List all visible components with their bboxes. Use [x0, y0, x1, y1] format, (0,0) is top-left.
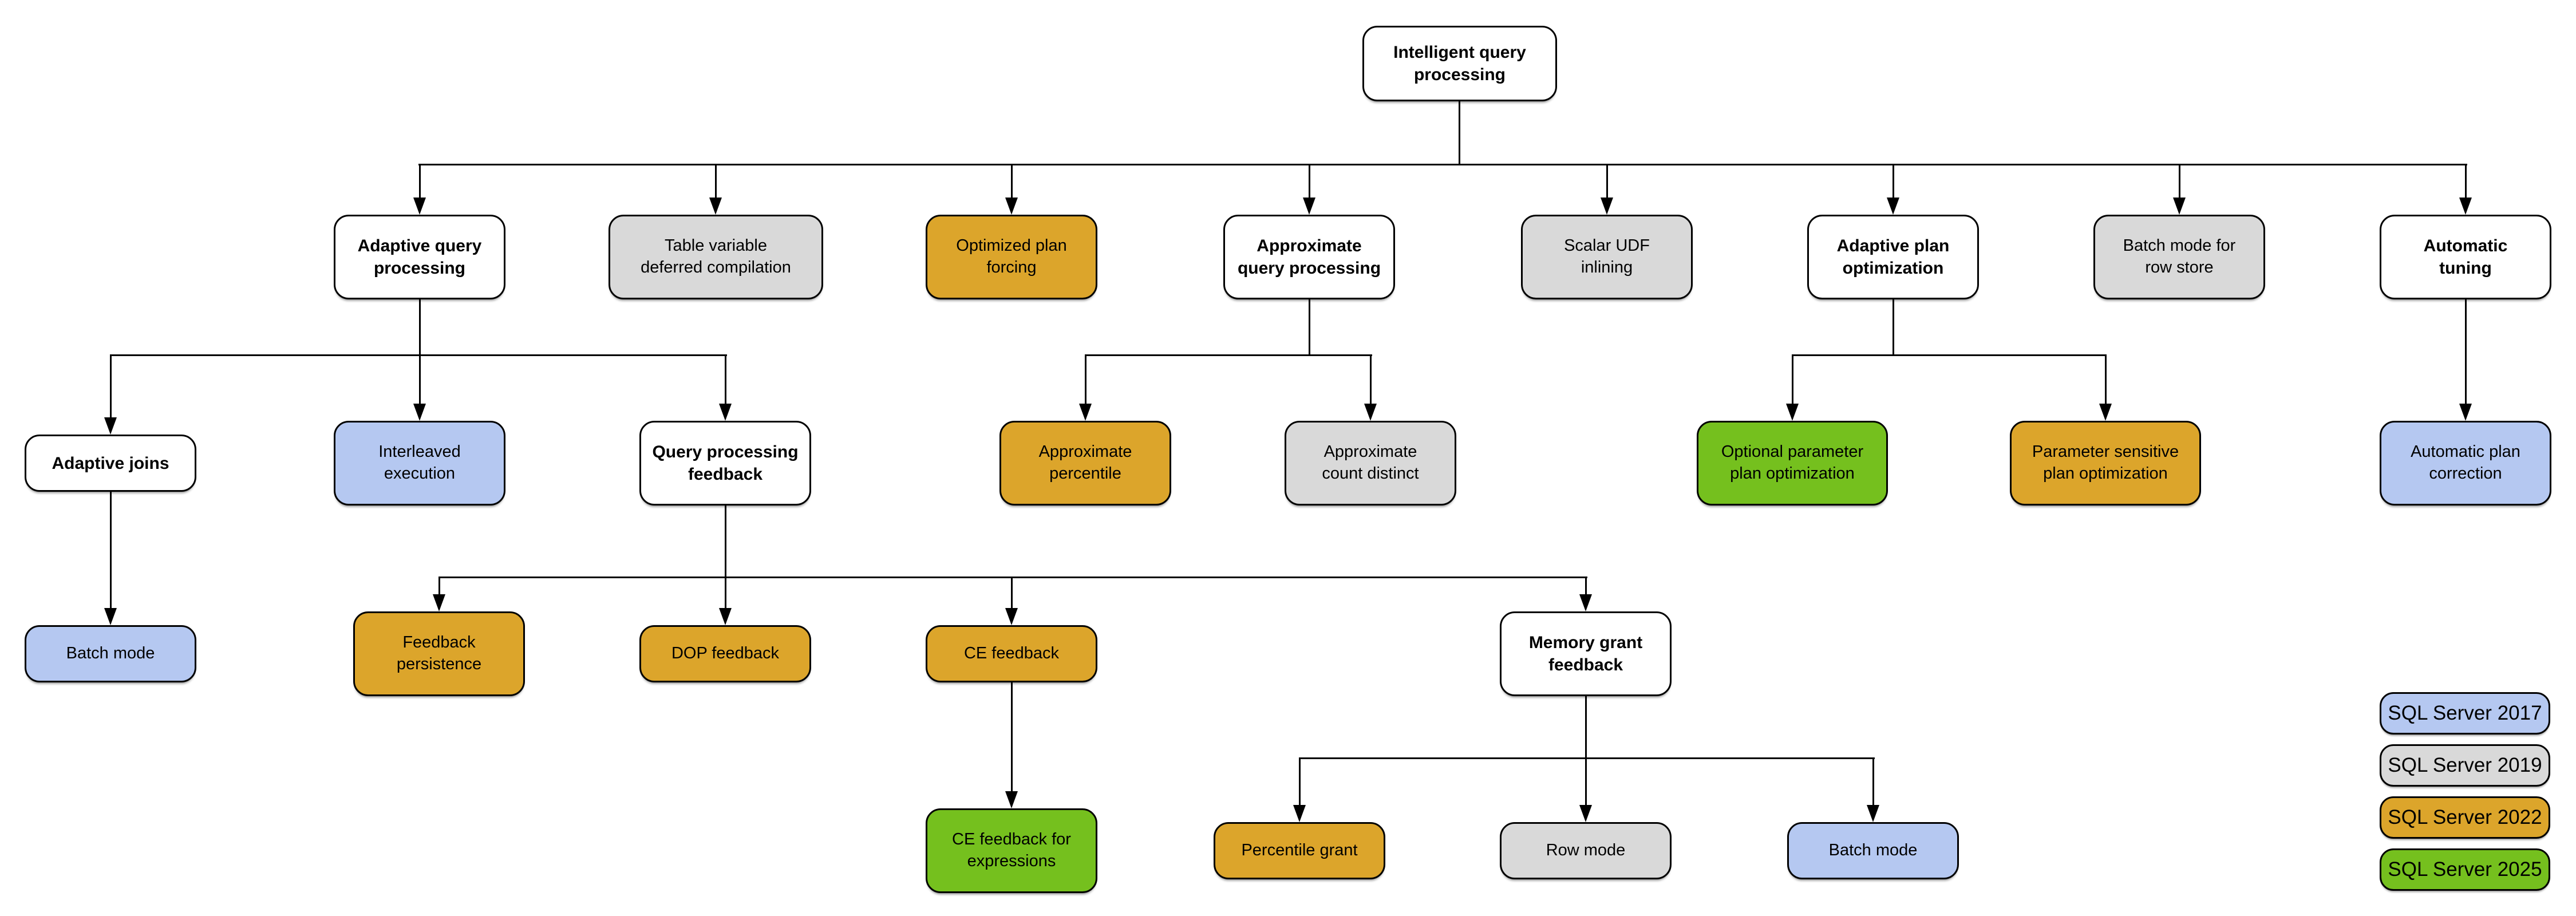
connector-line — [1606, 164, 1608, 198]
connector-arrowhead — [433, 594, 445, 611]
connector-line — [1085, 355, 1086, 404]
connector-arrowhead — [2099, 404, 2112, 421]
node-approximate-count-distinct: Approximate count distinct — [1285, 421, 1456, 506]
connector-arrowhead — [1887, 198, 1899, 215]
connector-line — [2465, 164, 2467, 198]
connector-arrowhead — [719, 608, 732, 625]
node-percentile-grant: Percentile grant — [1214, 822, 1385, 879]
node-query-processing-feedback: Query processing feedback — [639, 421, 811, 506]
node-dop-feedback: DOP feedback — [639, 625, 811, 682]
connector-line — [110, 355, 112, 417]
connector-arrowhead — [104, 417, 117, 435]
connector-line — [110, 354, 727, 356]
node-batch-mode-for-row-store: Batch mode for row store — [2093, 215, 2265, 299]
node-optional-parameter-plan-optimization: Optional parameter plan optimization — [1697, 421, 1888, 506]
connector-line — [1299, 758, 1301, 805]
connector-line — [1309, 164, 1310, 198]
node-adaptive-joins: Adaptive joins — [25, 435, 196, 492]
node-approximate-query-processing: Approximate query processing — [1223, 215, 1395, 299]
connector-arrowhead — [104, 608, 117, 625]
node-memory-grant-feedback: Memory grant feedback — [1500, 611, 1672, 696]
node-automatic-tuning: Automatic tuning — [2380, 215, 2551, 299]
node-interleaved-execution: Interleaved execution — [334, 421, 505, 506]
node-feedback-persistence: Feedback persistence — [353, 611, 525, 696]
connector-arrowhead — [1005, 608, 1018, 625]
connector-arrowhead — [1579, 594, 1592, 611]
connector-arrowhead — [1005, 198, 1018, 215]
connector-arrowhead — [1005, 791, 1018, 808]
legend-item-sql-server-2019: SQL Server 2019 — [2380, 744, 2550, 787]
connector-line — [1872, 758, 1874, 805]
node-ce-feedback-for-expressions: CE feedback for expressions — [926, 808, 1097, 893]
connector-line — [1893, 299, 1894, 355]
connector-line — [725, 577, 726, 608]
connector-line — [2105, 355, 2107, 404]
connector-line — [1893, 164, 1894, 198]
connector-line — [1585, 696, 1587, 758]
connector-line — [419, 299, 421, 355]
connector-line — [418, 164, 2467, 165]
connector-line — [2465, 299, 2467, 404]
node-row-mode: Row mode — [1500, 822, 1672, 879]
legend-item-sql-server-2022: SQL Server 2022 — [2380, 796, 2550, 839]
connector-arrowhead — [2173, 198, 2186, 215]
node-table-variable-deferred-compilation: Table variable deferred compilation — [609, 215, 823, 299]
connector-line — [1792, 355, 1793, 404]
connector-arrowhead — [1364, 404, 1377, 421]
connector-line — [1011, 577, 1013, 608]
connector-line — [1585, 758, 1587, 805]
connector-arrowhead — [709, 198, 722, 215]
connector-line — [1309, 299, 1310, 355]
connector-line — [419, 164, 421, 198]
node-optimized-plan-forcing: Optimized plan forcing — [926, 215, 1097, 299]
connector-line — [2179, 164, 2180, 198]
connector-arrowhead — [1579, 805, 1592, 822]
connector-line — [1085, 354, 1372, 356]
connector-arrowhead — [413, 198, 426, 215]
connector-line — [1370, 355, 1372, 404]
connector-line — [1011, 164, 1013, 198]
node-approximate-percentile: Approximate percentile — [999, 421, 1171, 506]
node-parameter-sensitive-plan-optimization: Parameter sensitive plan optimization — [2010, 421, 2201, 506]
legend-item-sql-server-2017: SQL Server 2017 — [2380, 692, 2550, 735]
connector-arrowhead — [1293, 805, 1306, 822]
connector-arrowhead — [1786, 404, 1799, 421]
node-adaptive-plan-optimization: Adaptive plan optimization — [1807, 215, 1979, 299]
connector-line — [715, 164, 717, 198]
node-ce-feedback: CE feedback — [926, 625, 1097, 682]
node-batch-mode-adaptive-joins: Batch mode — [25, 625, 196, 682]
connector-line — [725, 355, 726, 404]
connector-arrowhead — [1601, 198, 1613, 215]
node-adaptive-query-processing: Adaptive query processing — [334, 215, 505, 299]
connector-line — [419, 355, 421, 404]
node-batch-mode-memory-grant: Batch mode — [1787, 822, 1959, 879]
connector-arrowhead — [719, 404, 732, 421]
connector-line — [110, 492, 112, 608]
connector-arrowhead — [413, 404, 426, 421]
node-scalar-udf-inlining: Scalar UDF inlining — [1521, 215, 1693, 299]
connector-line — [725, 506, 726, 577]
connector-arrowhead — [1303, 198, 1315, 215]
connector-line — [1459, 101, 1460, 164]
connector-line — [1585, 577, 1587, 594]
node-intelligent-query-processing: Intelligent query processing — [1362, 26, 1557, 101]
connector-line — [1011, 682, 1013, 791]
connector-arrowhead — [1079, 404, 1092, 421]
connector-arrowhead — [2459, 198, 2472, 215]
connector-line — [438, 577, 440, 594]
connector-arrowhead — [1867, 805, 1879, 822]
connector-line — [1299, 757, 1875, 759]
node-automatic-plan-correction: Automatic plan correction — [2380, 421, 2551, 506]
connector-line — [1792, 354, 2107, 356]
legend-item-sql-server-2025: SQL Server 2025 — [2380, 848, 2550, 891]
connector-arrowhead — [2459, 404, 2472, 421]
connector-line — [438, 577, 1587, 578]
